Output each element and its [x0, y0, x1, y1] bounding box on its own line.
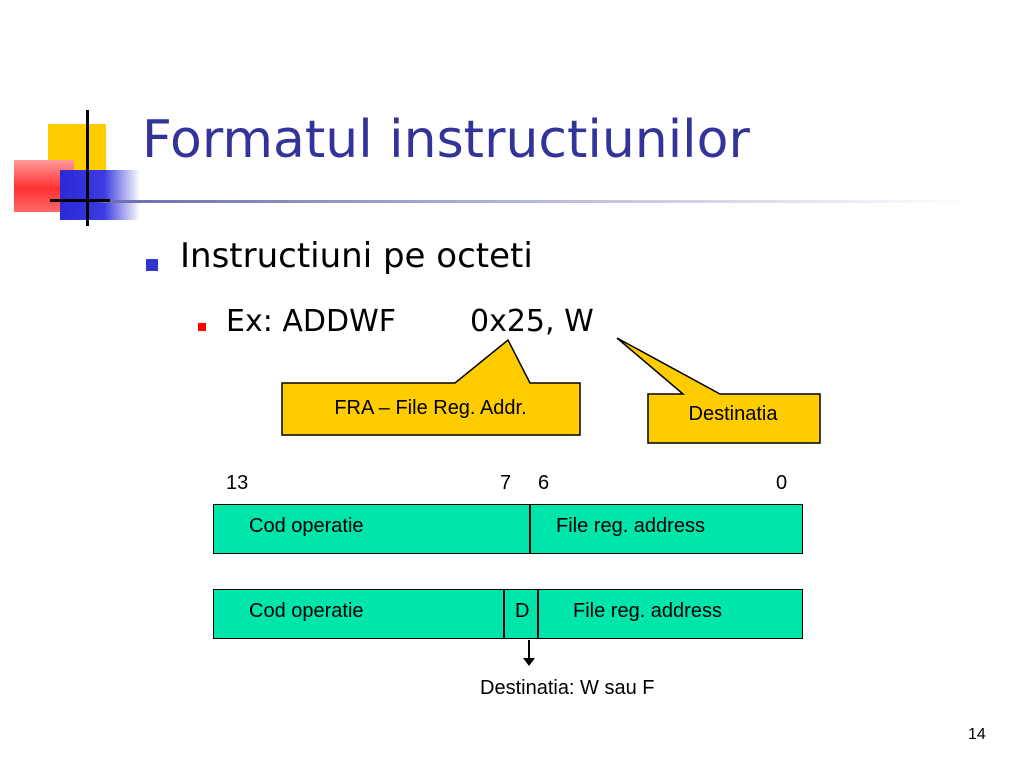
- callout-fra-text: FRA – File Reg. Addr.: [334, 397, 527, 419]
- sub-bullet-square-icon: [198, 323, 206, 331]
- register-format-row-1: Cod operatie File reg. address: [213, 504, 803, 554]
- field-separator: [537, 590, 539, 638]
- opcode-field: Cod operatie: [249, 600, 364, 622]
- callout-dest-shape: [616, 337, 821, 444]
- decor-vertical-line: [86, 110, 89, 226]
- bullet-square-icon: [146, 259, 158, 271]
- arrow-down-icon: [523, 658, 535, 666]
- register-format-row-2: Cod operatie D File reg. address: [213, 589, 803, 639]
- bit-label-13: 13: [226, 472, 249, 494]
- d-bit-field: D: [515, 600, 530, 622]
- decor-blue-square: [60, 170, 140, 220]
- bit-label-6: 6: [538, 472, 550, 494]
- field-separator: [529, 505, 531, 553]
- field-separator: [503, 590, 505, 638]
- title-underline: [100, 200, 970, 203]
- opcode-field: Cod operatie: [249, 515, 364, 537]
- address-field: File reg. address: [556, 515, 705, 537]
- callout-fra-shape: [281, 338, 581, 436]
- destination-arrow-line: [528, 640, 530, 662]
- destination-note: Destinatia: W sau F: [480, 677, 655, 699]
- page-number: 14: [968, 726, 986, 743]
- decor-horizontal-line: [50, 199, 110, 202]
- instruction-mnemonic: Ex: ADDWF: [226, 304, 396, 339]
- bullet-level2-text: Ex: ADDWF 0x25, W: [226, 304, 594, 340]
- address-field: File reg. address: [573, 600, 722, 622]
- bit-label-0: 0: [776, 472, 788, 494]
- instruction-operands: 0x25, W: [470, 304, 594, 339]
- callout-dest-text: Destinatia: [688, 403, 778, 425]
- bit-label-7: 7: [500, 472, 512, 494]
- bullet-level1-text: Instructiuni pe octeti: [180, 236, 533, 276]
- slide-title: Formatul instructiunilor: [142, 110, 750, 170]
